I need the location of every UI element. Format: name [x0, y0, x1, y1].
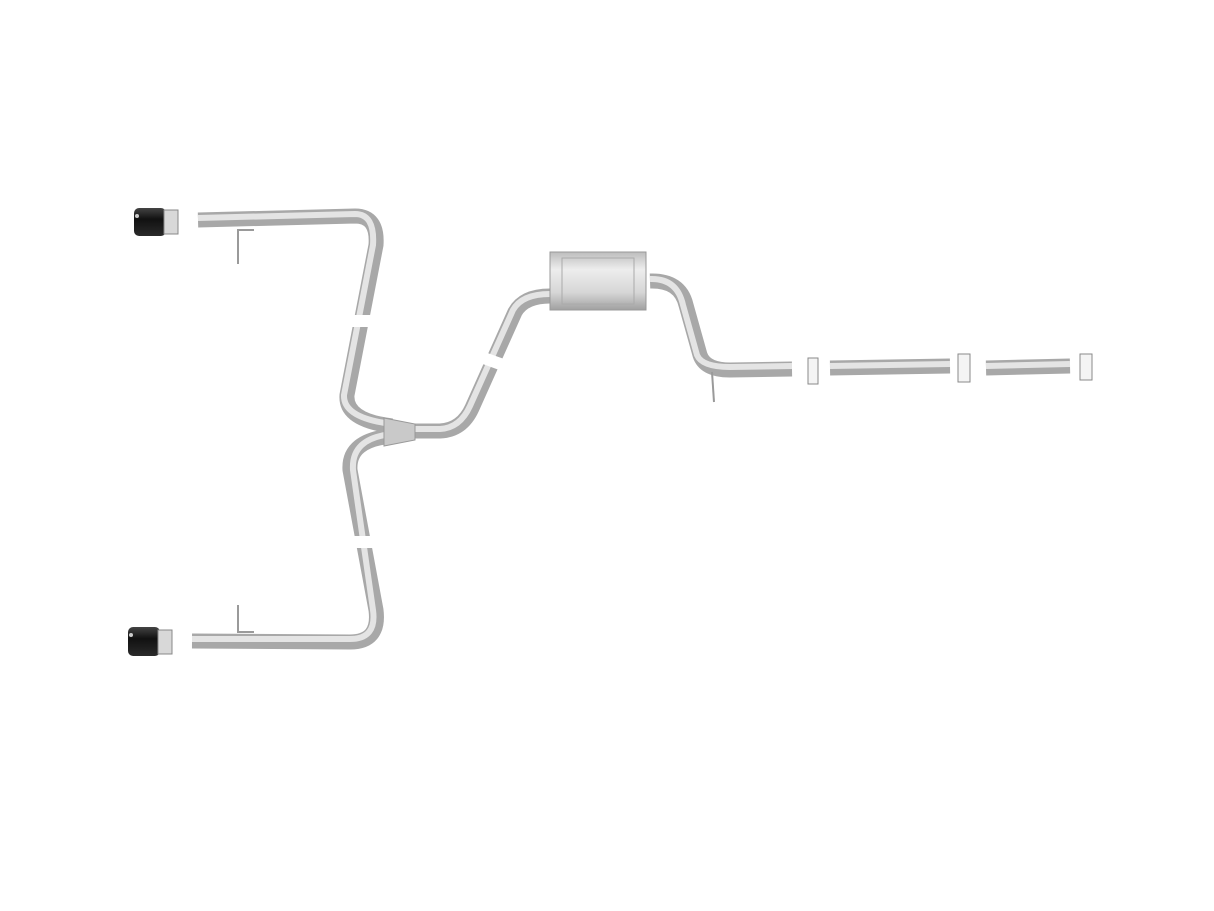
clamps [349, 315, 1093, 548]
pipe-mid-section [388, 288, 551, 439]
pipe-front-2 [985, 358, 1071, 376]
hangers [237, 229, 715, 633]
pipe-front-1 [829, 358, 951, 376]
pipe-rear-section [649, 273, 793, 378]
exhaust-tip-upper [134, 208, 179, 236]
muffler [549, 251, 647, 311]
exhaust-tip-lower [128, 627, 173, 656]
y-pipe-junction [383, 417, 416, 447]
